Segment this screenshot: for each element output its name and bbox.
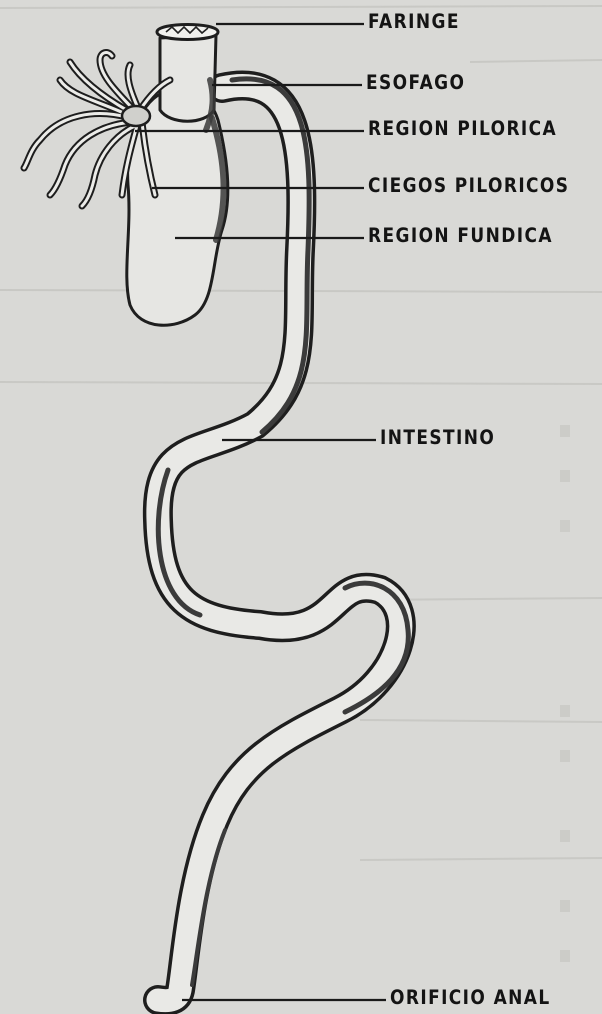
label-intestino: INTESTINO <box>380 427 495 450</box>
label-region-pilorica: REGION PILORICA <box>368 118 557 141</box>
label-esofago: ESOFAGO <box>366 72 465 95</box>
faringe-organ <box>157 25 218 40</box>
label-faringe: FARINGE <box>368 11 460 34</box>
label-region-fundica: REGION FUNDICA <box>368 225 553 248</box>
label-ciegos-piloricos: CIEGOS PILORICOS <box>368 175 569 198</box>
stomach <box>127 25 228 326</box>
label-orificio-anal: ORIFICIO ANAL <box>390 987 551 1010</box>
